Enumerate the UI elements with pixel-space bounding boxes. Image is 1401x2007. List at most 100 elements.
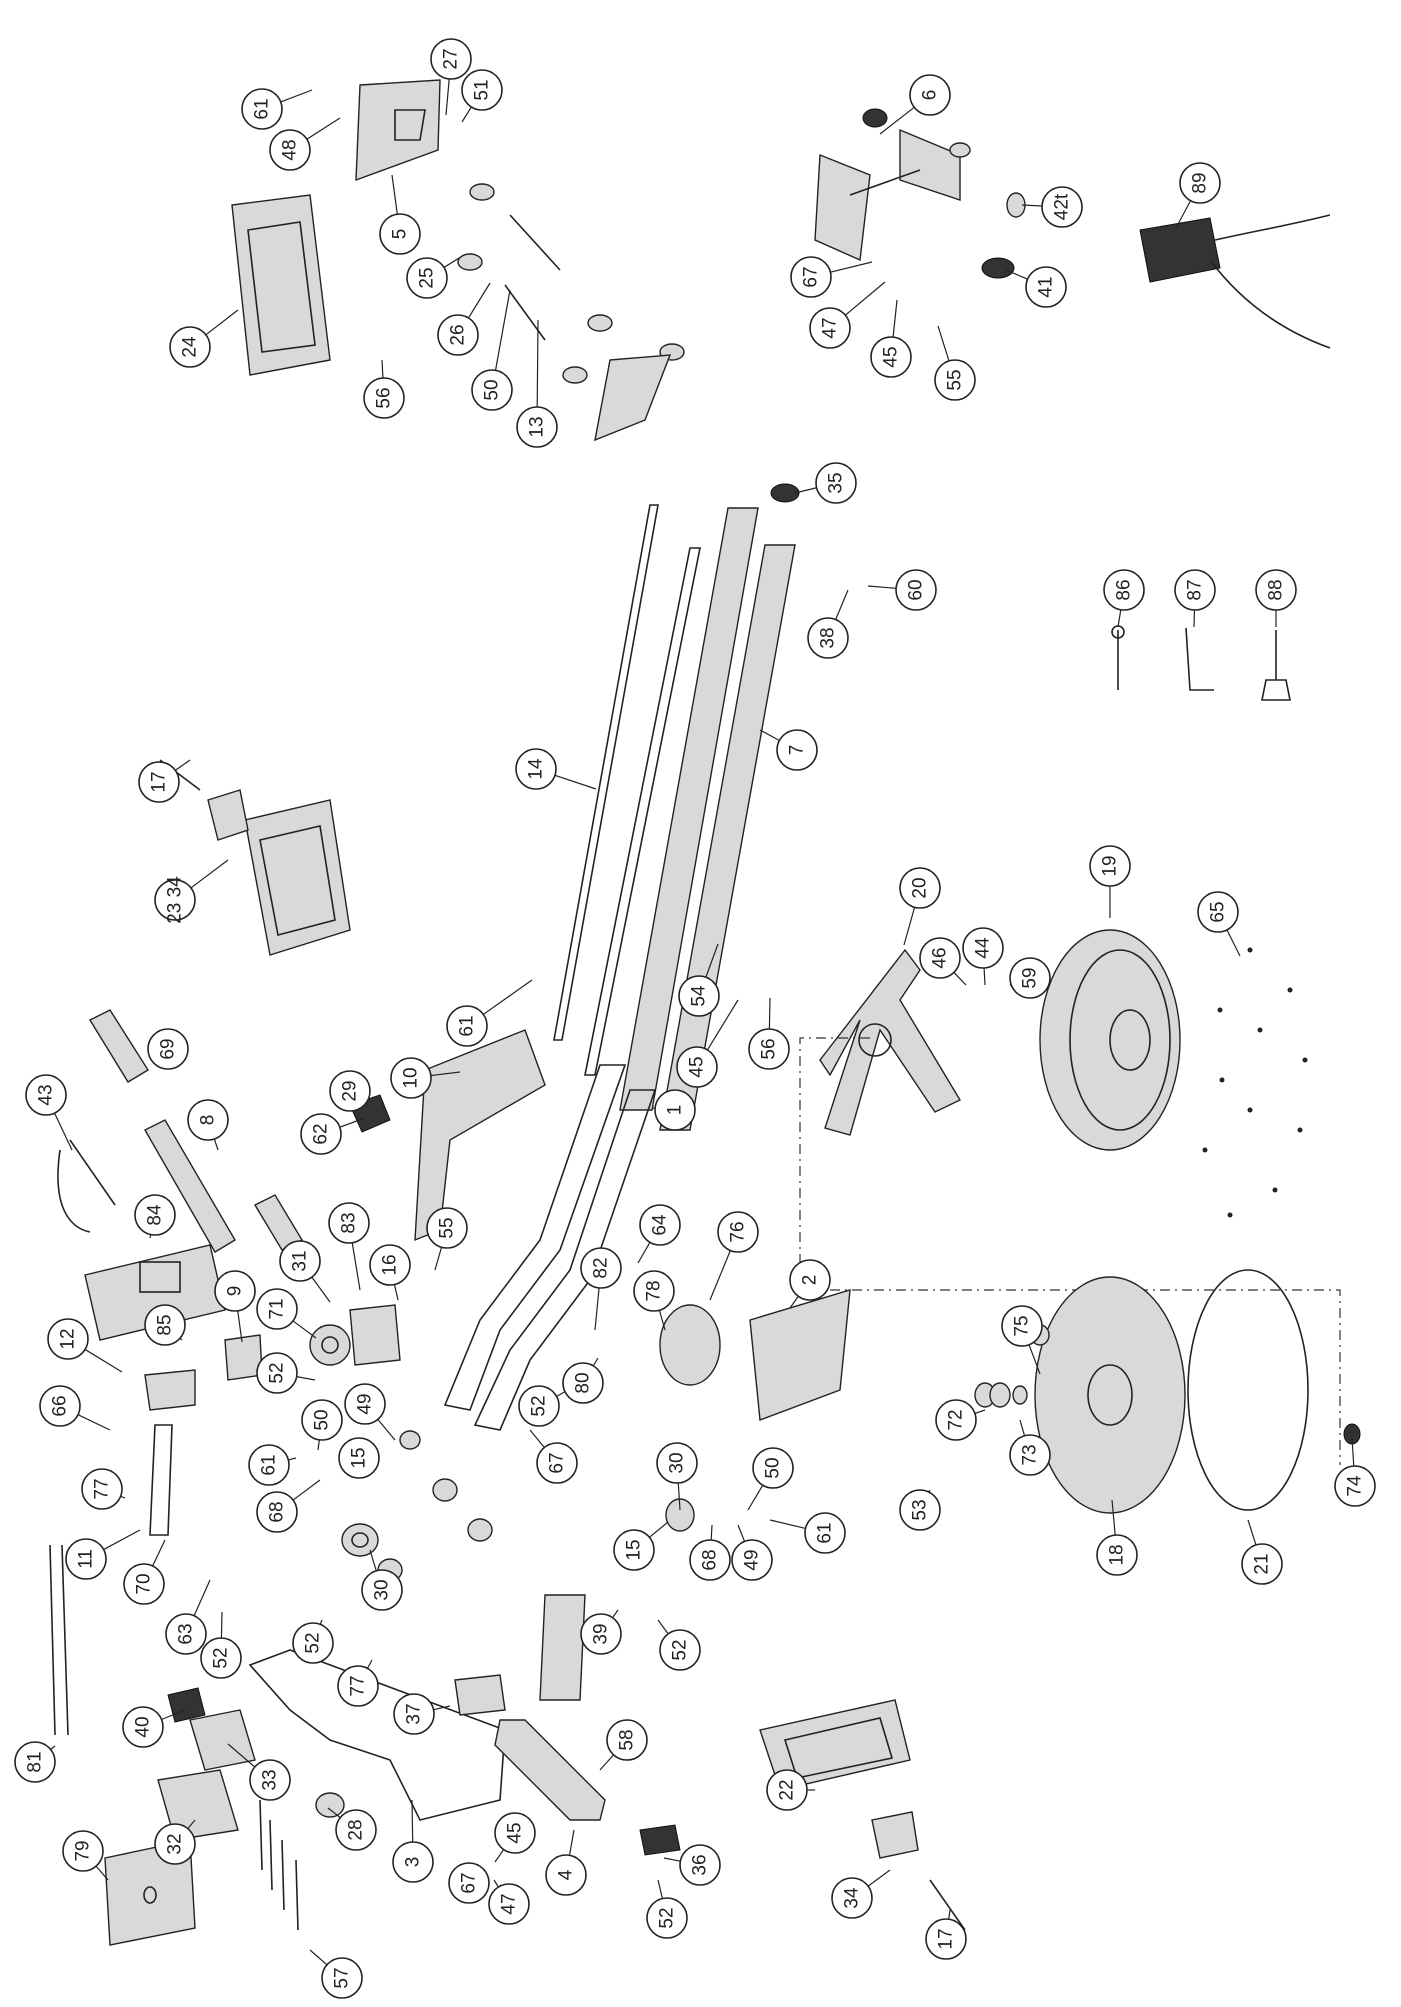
callout-circle bbox=[337, 1665, 379, 1707]
callout-circle bbox=[426, 1207, 468, 1249]
leader-18 bbox=[1111, 1499, 1116, 1536]
callout-label: 76 bbox=[728, 1221, 749, 1242]
callout-52e: 52 bbox=[659, 1629, 701, 1671]
leader-25 bbox=[443, 254, 465, 268]
callout-label: 67 bbox=[801, 266, 822, 287]
callout-label: 66 bbox=[50, 1395, 71, 1416]
leader-31 bbox=[311, 1276, 331, 1303]
callout-3: 3 bbox=[392, 1841, 434, 1883]
lower-seat-bracket bbox=[594, 354, 672, 442]
leader-33 bbox=[227, 1743, 256, 1768]
callout-label: 19 bbox=[1100, 855, 1121, 876]
callout-label: 7 bbox=[787, 745, 808, 756]
callout-label: 54 bbox=[689, 985, 710, 1007]
callout-2: 2 bbox=[789, 1259, 831, 1301]
callout-circle bbox=[639, 1204, 681, 1246]
callout-circle bbox=[494, 1812, 536, 1854]
leader-75 bbox=[1028, 1344, 1041, 1375]
callout-label: 17 bbox=[149, 771, 170, 792]
callout-label: 47 bbox=[499, 1893, 520, 1914]
callout-circle bbox=[518, 1385, 560, 1427]
callout-label: 61 bbox=[259, 1454, 280, 1475]
callout-circle bbox=[899, 867, 941, 909]
callout-41: 41 bbox=[1025, 266, 1067, 308]
leader-44 bbox=[983, 967, 986, 986]
callout-circle bbox=[919, 937, 961, 979]
callout-label: 8 bbox=[198, 1115, 219, 1126]
leader-46 bbox=[953, 971, 967, 986]
main-frame-1 bbox=[443, 1064, 657, 1431]
callout-circle bbox=[249, 1759, 291, 1801]
callout-10: 10 bbox=[390, 1057, 432, 1099]
leader-8 bbox=[213, 1138, 219, 1151]
leader-86 bbox=[1117, 609, 1122, 628]
callout-label: 68 bbox=[700, 1549, 721, 1570]
leader-5 bbox=[391, 174, 398, 215]
callout-52c: 52 bbox=[292, 1622, 334, 1664]
callout-label: 30 bbox=[667, 1452, 688, 1473]
callout-48: 48 bbox=[269, 129, 311, 171]
callout-69: 69 bbox=[147, 1028, 189, 1070]
leader-50c bbox=[747, 1484, 764, 1511]
leader-35 bbox=[794, 487, 817, 494]
callout-circle bbox=[147, 1028, 189, 1070]
magnet-dot bbox=[1247, 947, 1253, 953]
callout-label: 37 bbox=[404, 1703, 425, 1724]
spring-40 bbox=[167, 1687, 206, 1723]
callout-label: 43 bbox=[36, 1084, 57, 1105]
callout-label: 36 bbox=[690, 1854, 711, 1875]
callout-label: 20 bbox=[910, 877, 931, 898]
callout-9: 9 bbox=[214, 1270, 256, 1312]
callout-label: 61 bbox=[457, 1015, 478, 1036]
callout-label: 16 bbox=[380, 1254, 401, 1275]
arm-11 bbox=[149, 1424, 173, 1536]
callout-circle bbox=[580, 1247, 622, 1289]
callout-circle bbox=[14, 1741, 56, 1783]
callout-circle bbox=[430, 38, 472, 80]
callout-33: 33 bbox=[249, 1759, 291, 1801]
pulley-row bbox=[377, 1430, 493, 1582]
callout-label: 3 bbox=[403, 1857, 424, 1868]
leader-30a bbox=[677, 1482, 681, 1511]
leader-63 bbox=[193, 1579, 211, 1616]
callout-circle bbox=[962, 927, 1004, 969]
bolts-57 bbox=[259, 1799, 299, 1931]
callout-label: 32 bbox=[165, 1833, 186, 1854]
callout-label: 10 bbox=[401, 1067, 422, 1088]
leader-61c bbox=[288, 1457, 297, 1461]
callout-label: 47 bbox=[820, 317, 841, 338]
rear-foot-4 bbox=[494, 1594, 606, 1821]
end-cap-37 bbox=[454, 1674, 506, 1716]
callout-circle bbox=[488, 1883, 530, 1925]
callout-circle bbox=[654, 1089, 696, 1131]
callout-85: 85 bbox=[144, 1304, 186, 1346]
callout-label: 52 bbox=[657, 1907, 678, 1928]
leader-lines bbox=[50, 78, 1355, 1966]
callout-67a: 67 bbox=[790, 256, 832, 298]
callout-label: 62 bbox=[311, 1123, 332, 1144]
foot-28 bbox=[315, 1792, 345, 1818]
callout-label: 84 bbox=[145, 1204, 166, 1226]
callout-label: 51 bbox=[472, 79, 493, 100]
leader-82 bbox=[594, 1287, 600, 1331]
leader-26 bbox=[467, 282, 491, 319]
callout-circle bbox=[515, 748, 557, 790]
callout-circle bbox=[406, 257, 448, 299]
seat-rollers bbox=[457, 183, 685, 384]
callout-circle bbox=[789, 1259, 831, 1301]
callout-circle bbox=[646, 1897, 688, 1939]
callout-18: 18 bbox=[1096, 1534, 1138, 1576]
callout-label: 52 bbox=[303, 1632, 324, 1653]
callout-label: 39 bbox=[591, 1623, 612, 1644]
callout-circle bbox=[1174, 569, 1216, 611]
leader-30b bbox=[369, 1549, 377, 1572]
callout-13: 13 bbox=[516, 406, 558, 448]
callout-circle bbox=[390, 1057, 432, 1099]
leader-52e bbox=[657, 1619, 669, 1635]
callout-circle bbox=[292, 1622, 334, 1664]
callout-circle bbox=[1009, 957, 1051, 999]
callout-circle bbox=[790, 256, 832, 298]
callout-circle bbox=[187, 1099, 229, 1141]
callout-82: 82 bbox=[580, 1247, 622, 1289]
